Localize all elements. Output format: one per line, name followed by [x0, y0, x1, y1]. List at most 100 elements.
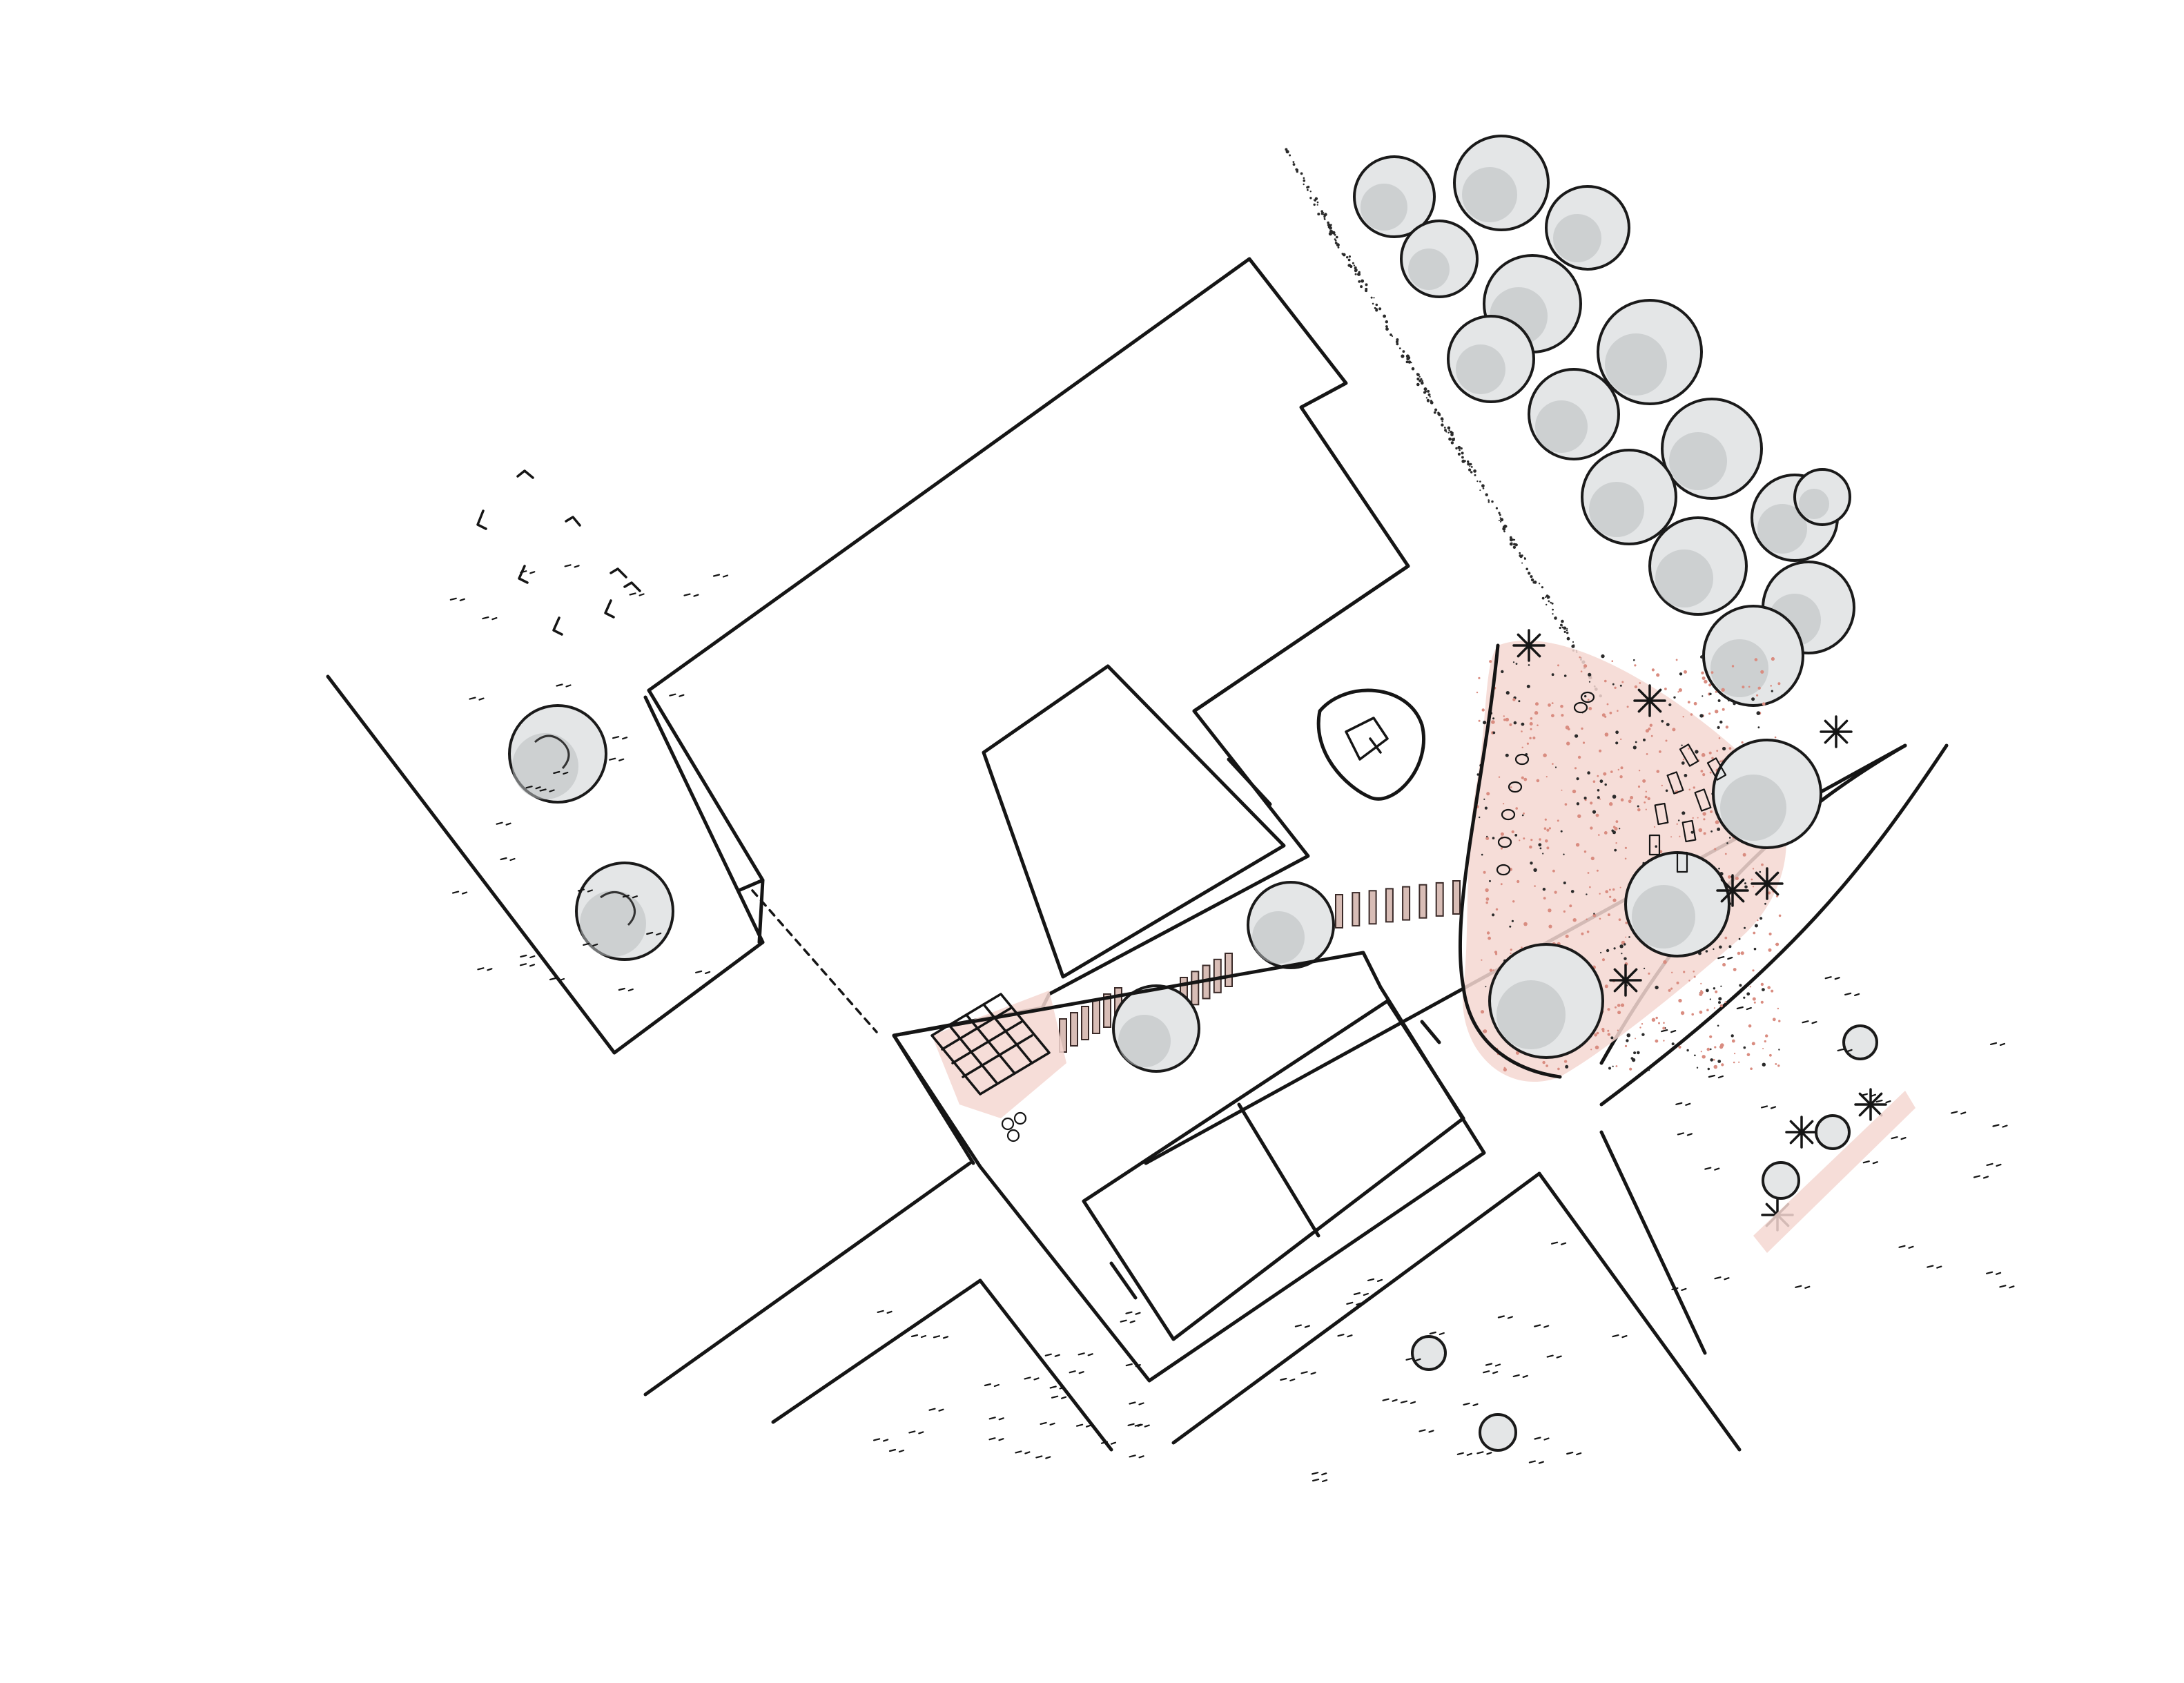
gravel-dot — [1628, 936, 1630, 938]
gravel-dot — [1612, 898, 1617, 902]
gravel-dot — [1750, 1067, 1753, 1070]
gravel-dot — [1535, 702, 1539, 706]
gravel-dot — [1701, 671, 1704, 674]
gravel-dot — [1532, 737, 1536, 739]
meadow-dot — [1488, 499, 1490, 501]
sports-court — [892, 951, 1486, 1383]
gravel-dot — [1478, 719, 1481, 722]
grass-mark — [1551, 1241, 1567, 1245]
gravel-dot — [1751, 878, 1753, 881]
grass-mark — [1129, 1401, 1144, 1405]
gravel-dot — [1694, 1054, 1696, 1057]
gravel-dot — [1545, 839, 1548, 843]
gravel-dot — [1609, 895, 1612, 898]
gravel-dot — [1724, 1001, 1727, 1003]
gravel-dot — [1551, 702, 1554, 704]
meadow-dot — [1378, 307, 1382, 311]
meadow-dot — [1309, 197, 1312, 200]
meadow-dot — [1455, 447, 1458, 450]
pergola — [930, 991, 1066, 1142]
gravel-dot — [1523, 922, 1528, 926]
gravel-dot — [1762, 702, 1766, 706]
grass-mark — [629, 592, 645, 596]
grass-mark — [1076, 1423, 1092, 1428]
gravel-dot — [1705, 950, 1708, 953]
gravel-dot — [1704, 679, 1708, 684]
gravel-dot — [1756, 694, 1759, 697]
gravel-dot — [1679, 835, 1681, 837]
gravel-dot — [1713, 1007, 1715, 1009]
gravel-dot — [1665, 739, 1668, 742]
gravel-dot — [1599, 893, 1601, 895]
gravel-dot — [1708, 683, 1712, 687]
gravel-dot — [1690, 713, 1693, 716]
gravel-dot — [1557, 1067, 1560, 1071]
gravel-dot — [1734, 1053, 1736, 1055]
gravel-dot — [1715, 690, 1717, 693]
gravel-dot — [1742, 853, 1746, 857]
gravel-dot — [1648, 727, 1651, 731]
meadow-dot — [1572, 641, 1574, 643]
gravel-dot — [1510, 952, 1512, 955]
gravel-dot — [1637, 1051, 1640, 1055]
gravel-dot — [1574, 734, 1579, 738]
gravel-dot — [1771, 989, 1774, 993]
tree-icon — [1453, 135, 1550, 231]
gravel-dot — [1588, 707, 1592, 710]
tree-icon — [1528, 368, 1620, 460]
gravel-dot — [1505, 753, 1509, 757]
tree-icon — [1112, 984, 1200, 1073]
gravel-dot — [1687, 701, 1690, 703]
paver — [1225, 953, 1233, 987]
gravel-dot — [1713, 1058, 1715, 1061]
gravel-dot — [1624, 857, 1627, 860]
gravel-dot — [1724, 936, 1728, 940]
gravel-dot — [1626, 706, 1629, 708]
gravel-dot — [1543, 897, 1546, 899]
gravel-dot — [1597, 796, 1600, 799]
gravel-dot — [1666, 723, 1670, 726]
gravel-dot — [1748, 685, 1751, 688]
meadow-dot — [1385, 325, 1388, 328]
gravel-dot — [1738, 1061, 1740, 1063]
meadow-dot — [1572, 644, 1575, 646]
paver — [1435, 882, 1444, 917]
star-shrub-icon — [1854, 1088, 1887, 1121]
gravel-dot — [1599, 779, 1603, 784]
meadow-dot — [1530, 578, 1534, 582]
gravel-dot — [1599, 798, 1601, 800]
gravel-dot — [1609, 888, 1611, 891]
gravel-dot — [1595, 813, 1599, 817]
star-shrub-icon — [1751, 867, 1784, 900]
meadow-dot — [1461, 459, 1465, 463]
gravel-dot — [1738, 937, 1741, 940]
grass-mark — [1898, 1245, 1914, 1249]
gravel-dot — [1651, 668, 1655, 672]
grass-mark — [928, 1408, 944, 1412]
paver — [1452, 880, 1461, 915]
meadow-dot — [1303, 179, 1306, 182]
tree-icon — [1581, 449, 1677, 545]
gravel-garden-trees — [1488, 739, 1822, 1059]
grass-mark — [622, 895, 638, 899]
meadow-dot — [1467, 460, 1470, 463]
meadow-dot — [1469, 463, 1472, 466]
tree-icon — [1400, 220, 1479, 298]
gravel-dot — [1604, 679, 1607, 683]
gravel-dot — [1695, 750, 1699, 754]
tree-icon — [1488, 943, 1604, 1059]
grass-mark — [1534, 1437, 1550, 1441]
gravel-dot — [1733, 968, 1737, 971]
grass-mark — [1129, 1455, 1144, 1459]
meadow-dot — [1441, 420, 1443, 422]
meadow-dot — [1373, 297, 1375, 299]
grass-mark — [1400, 1400, 1416, 1404]
meadow-dot — [1460, 447, 1463, 450]
meadow-dot — [1416, 377, 1420, 381]
gravel-dot — [1718, 737, 1721, 739]
gravel-dot — [1684, 670, 1687, 674]
gravel-dot — [1619, 944, 1624, 948]
grass-mark — [1051, 1395, 1067, 1399]
gravel-dot — [1762, 1048, 1764, 1049]
gravel-dot — [1722, 963, 1726, 966]
